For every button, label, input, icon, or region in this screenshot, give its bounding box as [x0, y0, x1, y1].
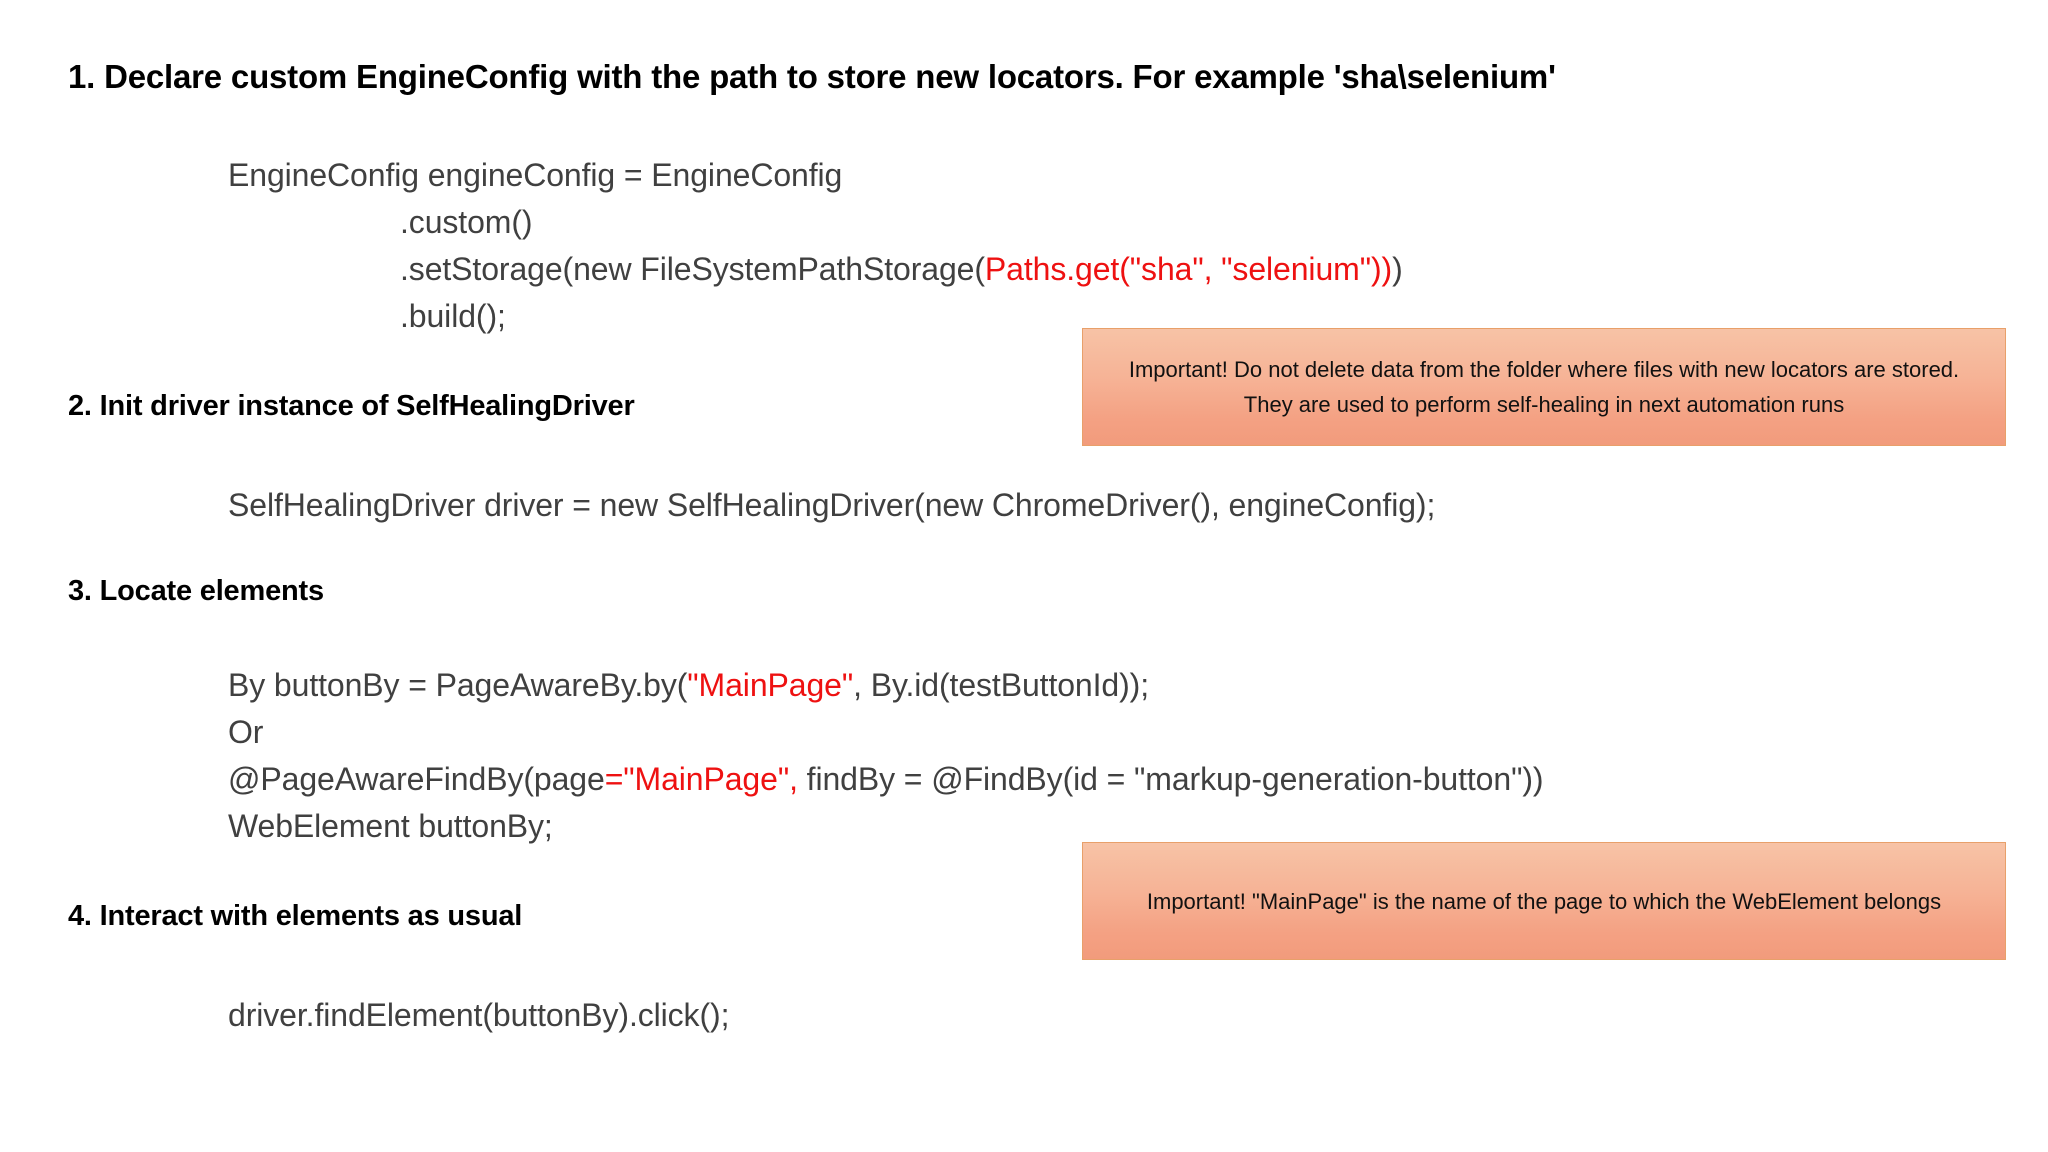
code-text: By buttonBy = PageAwareBy.by(	[228, 667, 688, 703]
code-line: EngineConfig engineConfig = EngineConfig	[228, 152, 1403, 199]
code-line: .setStorage(new FileSystemPathStorage(Pa…	[228, 246, 1403, 293]
code-text: Or	[228, 714, 264, 750]
code-highlight: ="MainPage",	[604, 761, 798, 797]
code-text: .setStorage(new FileSystemPathStorage(	[400, 251, 985, 287]
callout-storage-warning: Important! Do not delete data from the f…	[1082, 328, 2006, 446]
step-4-code-block: driver.findElement(buttonBy).click();	[228, 992, 729, 1039]
code-line: .build();	[228, 293, 1403, 340]
callout-storage-warning-text: Important! Do not delete data from the f…	[1128, 357, 1960, 417]
code-line: @PageAwareFindBy(page="MainPage", findBy…	[228, 756, 1544, 803]
step-4-heading: 4. Interact with elements as usual	[68, 900, 523, 932]
code-text: SelfHealingDriver driver = new SelfHeali…	[228, 487, 1436, 523]
code-line: .custom()	[228, 199, 1403, 246]
code-highlight: "MainPage"	[687, 667, 854, 703]
code-text: driver.findElement(buttonBy).click();	[228, 997, 730, 1033]
code-line: By buttonBy = PageAwareBy.by("MainPage",…	[228, 662, 1543, 709]
code-text: , By.id(testButtonId));	[853, 667, 1150, 703]
code-line: Or	[228, 709, 1543, 756]
code-line: SelfHealingDriver driver = new SelfHeali…	[228, 482, 1435, 529]
code-text: findBy = @FindBy(id = "markup-generation…	[797, 761, 1544, 797]
code-text: .custom()	[400, 204, 533, 240]
step-1-code-block: EngineConfig engineConfig = EngineConfig…	[228, 152, 1403, 340]
code-line: WebElement buttonBy;	[228, 803, 1543, 850]
step-1-heading: 1. Declare custom EngineConfig with the …	[68, 58, 1556, 95]
step-3-heading: 3. Locate elements	[68, 575, 324, 607]
code-highlight: Paths.get("sha", "selenium"))	[984, 251, 1393, 287]
code-text: @PageAwareFindBy(page	[228, 761, 605, 797]
step-2-code-block: SelfHealingDriver driver = new SelfHeali…	[228, 482, 1435, 529]
code-text: EngineConfig engineConfig = EngineConfig	[228, 157, 843, 193]
code-line: driver.findElement(buttonBy).click();	[228, 992, 729, 1039]
step-3-code-block: By buttonBy = PageAwareBy.by("MainPage",…	[228, 662, 1544, 850]
code-text: WebElement buttonBy;	[228, 808, 553, 844]
code-text: .build();	[400, 298, 506, 334]
code-text: )	[1392, 251, 1403, 287]
callout-mainpage-note-text: Important! "MainPage" is the name of the…	[1146, 888, 1942, 914]
step-2-heading: 2. Init driver instance of SelfHealingDr…	[68, 390, 635, 422]
callout-mainpage-note: Important! "MainPage" is the name of the…	[1082, 842, 2006, 960]
